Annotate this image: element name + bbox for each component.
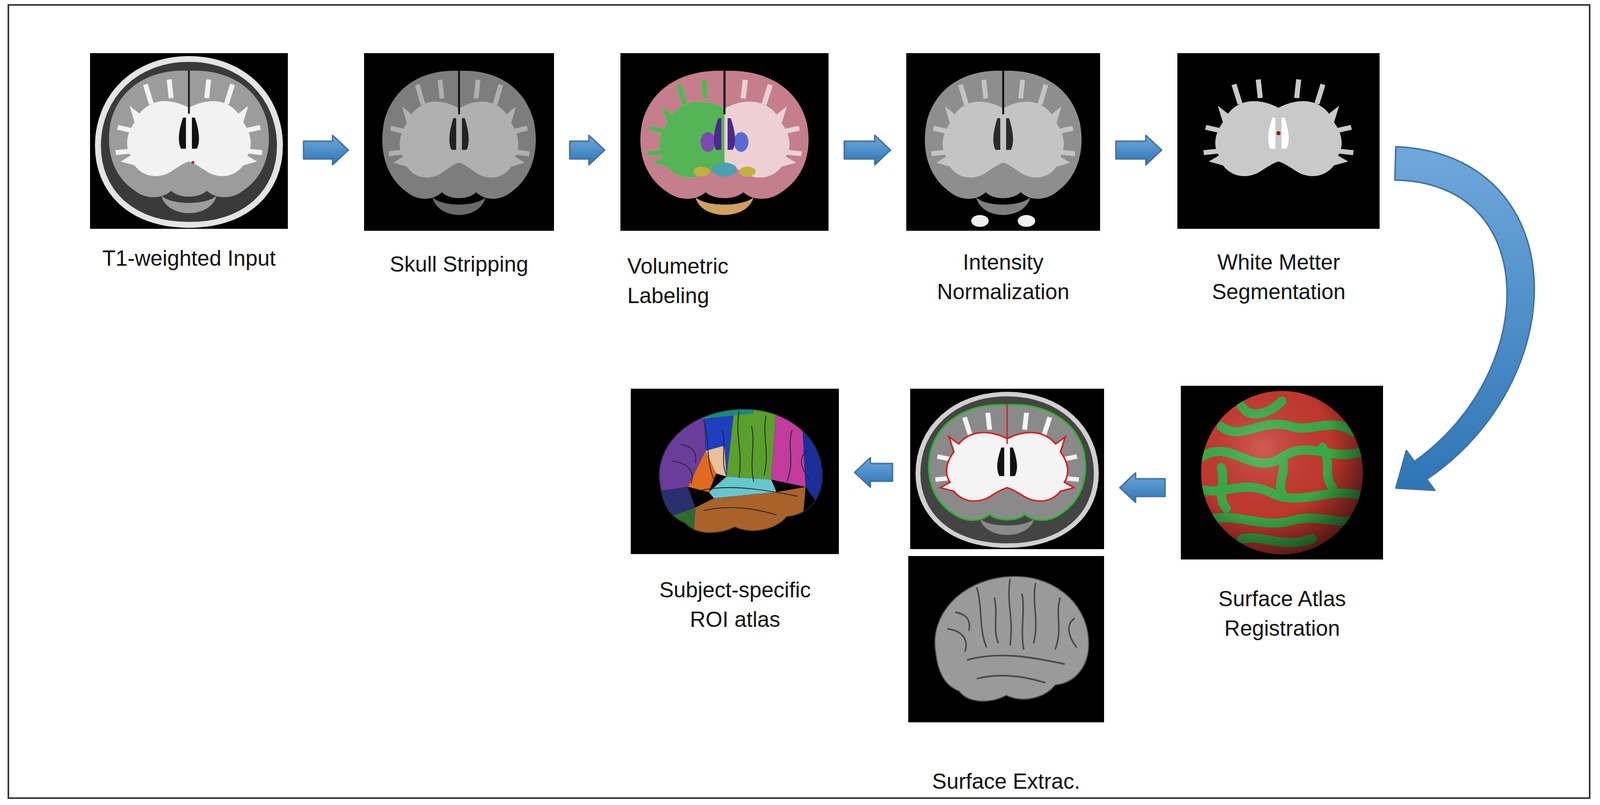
step-node: Subject-specific ROI atlas xyxy=(630,388,839,635)
mri-slice xyxy=(364,53,554,231)
mri-slice xyxy=(90,53,288,229)
step-label: Skull Stripping xyxy=(364,249,554,279)
block-arrow xyxy=(1115,135,1162,165)
wm-mask xyxy=(1177,53,1380,229)
block-arrow xyxy=(569,135,605,165)
step-label: T1-weighted Input xyxy=(90,243,288,274)
step-label: Subject-specific ROI atlas xyxy=(646,575,824,635)
step-label: Surface Extrac. xyxy=(908,766,1105,797)
block-arrow xyxy=(844,135,891,165)
step-node: Surface Atlas Registration xyxy=(1180,385,1384,644)
step-node: White Metter Segmentation xyxy=(1177,53,1380,307)
block-arrow xyxy=(1394,146,1535,491)
block-arrow xyxy=(303,135,349,165)
step-node: Intensity Normalization xyxy=(906,53,1101,307)
step-node: Surface Extrac. xyxy=(908,388,1105,797)
block-arrow xyxy=(854,457,893,488)
label-volume xyxy=(620,53,829,231)
step-label: Volumetric Labeling xyxy=(627,251,790,311)
step-node: Skull Stripping xyxy=(364,53,554,279)
step-label: Intensity Normalization xyxy=(914,247,1092,307)
outer-frame xyxy=(8,4,1590,799)
mri-slice xyxy=(906,53,1101,231)
step-node: Volumetric Labeling xyxy=(620,53,829,311)
step-label: Surface Atlas Registration xyxy=(1193,584,1371,644)
block-arrow xyxy=(1119,472,1166,503)
surface-contours xyxy=(910,388,1105,550)
atlas-sphere xyxy=(1180,385,1384,560)
parcellation xyxy=(630,388,839,554)
step-node: T1-weighted Input xyxy=(90,53,288,274)
brain-surface xyxy=(908,555,1105,723)
step-label: White Metter Segmentation xyxy=(1187,247,1370,307)
